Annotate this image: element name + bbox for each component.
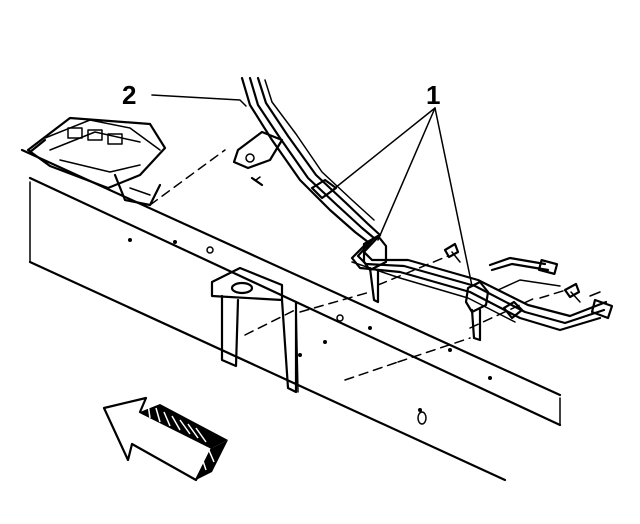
- brake-lines: [240, 76, 614, 332]
- abs-modulator: [26, 116, 167, 207]
- callout-2: 2: [122, 80, 136, 110]
- frame-bracket: [210, 266, 299, 394]
- alignment-lines: [149, 149, 567, 381]
- rail-holes: [128, 238, 492, 425]
- forward-arrow-icon: [102, 396, 228, 482]
- callout-leaders: [151, 94, 473, 287]
- line-clips: [310, 178, 524, 342]
- bolts: [443, 242, 581, 303]
- frame-rail: [20, 148, 562, 482]
- upper-clip: [232, 130, 284, 187]
- callout-1: 1: [426, 80, 440, 110]
